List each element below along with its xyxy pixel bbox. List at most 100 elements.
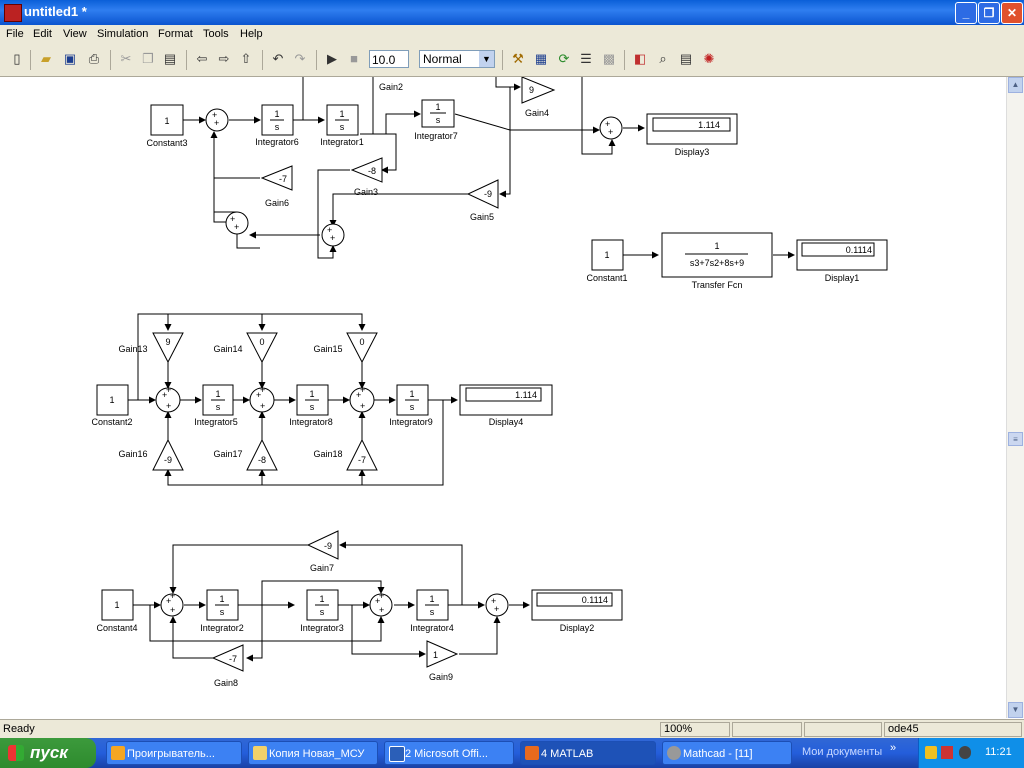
menu-simulation[interactable]: Simulation — [97, 28, 149, 40]
scroll-thumb[interactable]: ≡ — [1008, 432, 1023, 446]
mathcad-icon — [667, 746, 681, 760]
menu-help[interactable]: Help — [240, 28, 263, 40]
copy-icon[interactable]: ❐ — [142, 51, 154, 66]
network-icon[interactable] — [941, 746, 953, 759]
gain16-block[interactable]: -9 Gain16 — [118, 438, 184, 471]
svg-text:+: + — [170, 605, 175, 615]
close-button[interactable]: ✕ — [1001, 2, 1023, 24]
save-icon[interactable]: ▣ — [63, 51, 77, 66]
integrator5-block[interactable]: 1 s Integrator5 — [194, 384, 238, 427]
integrator9-block[interactable]: 1 s Integrator9 — [389, 384, 433, 427]
stop-time-input[interactable]: 10.0 — [369, 50, 409, 68]
integrator4-block[interactable]: 1 s Integrator4 — [410, 589, 454, 633]
constant4-block[interactable]: 1 Constant4 — [96, 589, 138, 633]
block-label: Integrator2 — [200, 623, 244, 633]
chevron-down-icon[interactable]: ▼ — [479, 51, 494, 67]
start-button[interactable]: пуск — [0, 738, 96, 768]
constant2-block[interactable]: 1 Constant2 — [91, 384, 133, 427]
transfer-fcn-block[interactable]: 1 s3+7s2+8s+9 Transfer Fcn — [661, 232, 773, 290]
model-explorer-icon[interactable]: ◧ — [633, 51, 647, 66]
gain6-block[interactable]: -7 Gain6 — [260, 165, 293, 208]
display3-block[interactable]: 1.114 Display3 — [646, 113, 738, 157]
gain3-block[interactable]: -8 Gain3 — [350, 157, 383, 197]
gain14-block[interactable]: 0 Gain14 — [213, 332, 278, 364]
debugger-icon[interactable]: ✺ — [703, 51, 715, 66]
integrator2-block[interactable]: 1 s Integrator2 — [200, 589, 244, 633]
sum-block[interactable]: ++ — [485, 593, 509, 617]
scroll-up-icon[interactable]: ▲ — [1008, 77, 1023, 93]
redo-icon[interactable]: ↷ — [294, 51, 306, 66]
menu-edit[interactable]: Edit — [33, 28, 52, 40]
display2-block[interactable]: 0.1114 Display2 — [531, 589, 623, 633]
sum-block[interactable]: ++ — [205, 108, 229, 132]
svg-text:-7: -7 — [358, 455, 366, 465]
taskbar-item-office[interactable]: 2 Microsoft Offi... — [384, 741, 514, 765]
gain17-block[interactable]: -8 Gain17 — [213, 438, 278, 471]
taskbar-item-matlab[interactable]: 4 MATLAB — [520, 741, 656, 765]
constant1-block[interactable]: 1 Constant1 — [586, 239, 628, 283]
start-simulation-icon[interactable]: ▶ — [327, 51, 337, 66]
integrator7-block[interactable]: 1 s Integrator7 — [414, 99, 458, 141]
shield-icon[interactable] — [925, 746, 937, 759]
properties-icon[interactable]: ▤ — [679, 51, 693, 66]
gain4-block[interactable]: 9 Gain4 — [521, 77, 556, 118]
undo-icon[interactable]: ↶ — [272, 51, 284, 66]
menu-format[interactable]: Format — [158, 28, 193, 40]
gain7-block[interactable]: -9 Gain7 — [306, 530, 339, 573]
up-icon[interactable]: ⇧ — [240, 51, 252, 66]
sum-block[interactable]: +++ — [160, 591, 184, 617]
svg-text:+: + — [256, 390, 261, 400]
menu-view[interactable]: View — [63, 28, 87, 40]
gain18-block[interactable]: -7 Gain18 — [313, 438, 378, 471]
library-browser-icon[interactable]: ▦ — [534, 51, 548, 66]
quick-launch-documents[interactable]: Мои документы — [802, 746, 883, 758]
display1-block[interactable]: 0.1114 Display1 — [796, 239, 888, 283]
stop-simulation-icon[interactable]: ■ — [350, 51, 358, 66]
sum-block[interactable]: +++ — [349, 385, 375, 413]
zoom-icon[interactable]: ⌕ — [659, 51, 667, 66]
gain15-block[interactable]: 0 Gain15 — [313, 332, 378, 364]
speaker-icon[interactable] — [959, 746, 971, 759]
update-diagram-icon[interactable]: ⟳ — [558, 51, 570, 66]
scroll-down-icon[interactable]: ▼ — [1008, 702, 1023, 718]
open-icon[interactable]: ▰ — [41, 51, 51, 66]
taskbar-item-player[interactable]: Проигрыватель... — [106, 741, 242, 765]
sum-block[interactable]: ++ — [321, 223, 345, 247]
cut-icon[interactable]: ✂ — [120, 51, 132, 66]
integrator8-block[interactable]: 1 s Integrator8 — [289, 384, 333, 427]
sum-block[interactable]: ++ — [225, 211, 249, 235]
vertical-scrollbar[interactable]: ▲ ≡ ▼ — [1006, 77, 1024, 718]
restore-button[interactable]: ❐ — [978, 2, 1000, 24]
clock: 11:21 — [985, 746, 1012, 758]
integrator6-block[interactable]: 1 s Integrator6 — [255, 104, 299, 147]
taskbar-item-folder[interactable]: Копия Новая_МСУ — [248, 741, 378, 765]
chevron-right-icon[interactable]: » — [890, 742, 897, 754]
integrator3-block[interactable]: 1 s Integrator3 — [300, 589, 344, 633]
simulation-mode-select[interactable]: Normal ▼ — [419, 50, 495, 68]
paste-icon[interactable]: ▤ — [163, 51, 177, 66]
debug-icon[interactable]: ▩ — [602, 51, 616, 66]
build-icon[interactable]: ⚒ — [512, 51, 524, 66]
display4-block[interactable]: 1.114 Display4 — [459, 384, 553, 427]
gain5-block[interactable]: -9 Gain5 — [466, 179, 499, 222]
sum-block[interactable]: +++ — [249, 385, 275, 413]
new-icon[interactable]: ▯ — [13, 51, 21, 66]
sum-block[interactable]: +++ — [155, 385, 181, 413]
gain9-block[interactable]: 1 Gain9 — [426, 640, 459, 682]
minimize-button[interactable]: _ — [955, 2, 977, 24]
forward-icon[interactable]: ⇨ — [218, 51, 230, 66]
menu-file[interactable]: File — [6, 28, 24, 40]
taskbar-item-mathcad[interactable]: Mathcad - [11] — [662, 741, 792, 765]
gain8-block[interactable]: -7 Gain8 — [211, 644, 244, 688]
model-browser-icon[interactable]: ☰ — [580, 51, 592, 66]
print-icon[interactable]: ⎙ — [88, 51, 100, 66]
integrator1-block[interactable]: 1 s Integrator1 — [320, 104, 364, 147]
model-canvas[interactable]: 1 Constant3 ++ 1 s Integrator6 1 s Integ… — [0, 77, 1006, 718]
gain13-block[interactable]: 9 Gain13 — [118, 332, 184, 364]
svg-text:+: + — [360, 401, 365, 411]
back-icon[interactable]: ⇦ — [196, 51, 208, 66]
sum-block[interactable]: ++ — [599, 116, 623, 140]
menu-tools[interactable]: Tools — [203, 28, 229, 40]
sum-block[interactable]: +++ — [369, 591, 393, 617]
constant3-block[interactable]: 1 Constant3 — [146, 104, 188, 148]
